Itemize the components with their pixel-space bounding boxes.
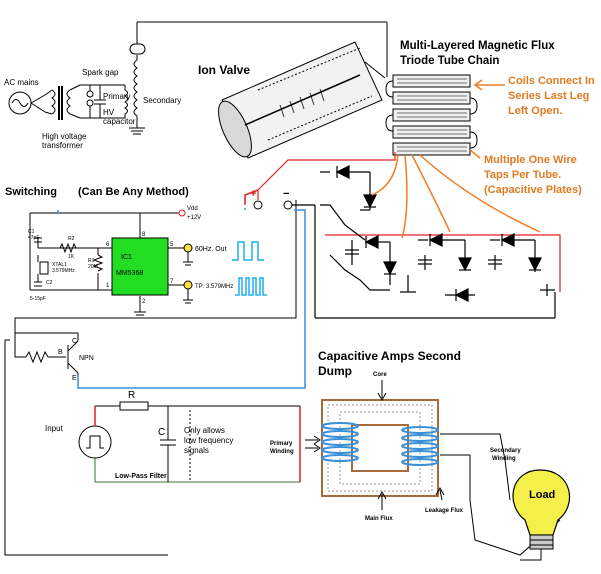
hv-transformer-label-2: transformer xyxy=(42,141,83,150)
load-label: Load xyxy=(529,489,555,501)
hv-section xyxy=(8,21,388,135)
npn-label: NPN xyxy=(79,355,94,362)
filter-output-red xyxy=(94,406,301,482)
secondary-winding-line2: Winding xyxy=(492,456,516,462)
taps-note-line1: Multiple One Wire xyxy=(484,154,577,166)
orange-tap-wires xyxy=(371,154,541,239)
c1-label: C1 xyxy=(28,229,35,235)
c2-value: 5-15pF xyxy=(30,296,46,302)
vdd-terminal xyxy=(178,209,186,217)
minus-sign: − xyxy=(283,188,289,200)
main-flux-label: Main Flux xyxy=(365,516,393,522)
ic1-chip xyxy=(111,237,169,296)
hv-capacitor-label-2: capacitor xyxy=(103,117,136,126)
primary-label: Primary xyxy=(103,92,131,101)
taps-note-line3: (Capacitive Plates) xyxy=(484,184,582,196)
leakage-flux-label: Leakage Flux xyxy=(425,508,464,514)
switching-circuit xyxy=(29,212,193,316)
output-terminals xyxy=(253,200,293,210)
plus-sign: + xyxy=(250,188,256,200)
switching-method-label: (Can Be Any Method) xyxy=(78,186,189,198)
npn-collector-label: C xyxy=(72,338,77,345)
blue-wires xyxy=(57,208,306,389)
tp-terminal xyxy=(183,280,193,290)
coils-note-line1: Coils Connect In xyxy=(508,75,595,87)
tesla-primary-coil xyxy=(124,85,128,118)
taps-note-line2: Taps Per Tube. xyxy=(484,169,561,181)
r2-value: 1K xyxy=(68,254,75,260)
pin-5: 5 xyxy=(170,242,174,248)
toroid-terminal xyxy=(129,43,146,55)
hv-transformer-label-1: High voltage xyxy=(42,132,87,141)
pin-2: 2 xyxy=(142,299,146,305)
hv-transformer-primary xyxy=(51,89,56,115)
pin-7: 7 xyxy=(170,279,174,285)
cap-amps-title-line1: Capacitive Amps Second xyxy=(318,349,461,363)
filter-r-label: R xyxy=(128,390,135,401)
pin-8: 8 xyxy=(142,232,146,238)
only-allows-line3: signals xyxy=(184,446,209,455)
spark-gap-symbol xyxy=(86,90,94,98)
r1-label: R1 xyxy=(88,258,95,264)
spark-gap-label: Spark gap xyxy=(82,68,119,77)
minus-terminal[interactable] xyxy=(283,200,293,210)
primary-winding-line2: Winding xyxy=(270,449,294,455)
out-60hz-terminal xyxy=(183,243,193,253)
vdd-value-label: +12V xyxy=(187,215,201,221)
ac-mains-label: AC mains xyxy=(4,78,39,87)
ic1-part-label: MM5368 xyxy=(116,270,143,277)
r1-value: 20M xyxy=(88,264,98,270)
filter-c-label: C xyxy=(158,427,165,438)
flux-title-line1: Multi-Layered Magnetic Flux xyxy=(400,40,555,52)
low-pass-label: Low-Pass Filter xyxy=(115,473,167,480)
input-label: Input xyxy=(45,424,64,433)
transformer xyxy=(305,380,561,556)
ion-valve-tube xyxy=(218,41,386,159)
red-wires xyxy=(244,189,259,205)
out-60hz-label: 60Hz. Out xyxy=(195,246,227,253)
only-allows-line2: low frequency xyxy=(184,436,233,445)
triode-tube-chain xyxy=(385,74,478,156)
ion-valve-label: Ion Valve xyxy=(198,63,250,77)
pin-1: 1 xyxy=(106,283,110,289)
plus-terminal[interactable] xyxy=(253,200,263,210)
core-label: Core xyxy=(373,372,387,378)
filter-resistor xyxy=(119,401,149,411)
tp-label: TP: 3.579MHz xyxy=(195,284,233,290)
pin-6: 6 xyxy=(106,242,110,248)
r2-label: R2 xyxy=(68,236,75,242)
xtal-value: 3.579MHz xyxy=(52,268,75,274)
vdd-label: Vdd xyxy=(187,206,198,212)
hv-capacitor-label-1: HV xyxy=(103,108,115,117)
orange-callouts xyxy=(469,79,505,159)
npn-emitter-label: E xyxy=(72,375,77,382)
tesla-secondary-coil xyxy=(133,59,138,117)
ic1-label: IC1 xyxy=(121,254,132,261)
npn-base-label: B xyxy=(58,349,63,356)
secondary-label: Secondary xyxy=(143,96,181,105)
xtal-label: XTAL1 xyxy=(52,262,67,268)
c1-value: 47pF xyxy=(28,235,39,241)
pulse-waveforms xyxy=(232,241,267,296)
only-allows-line1: Only allows xyxy=(184,426,225,435)
secondary-winding-line1: Secondary xyxy=(490,448,521,454)
primary-winding-line1: Primary xyxy=(270,441,293,447)
flux-title-line2: Triode Tube Chain xyxy=(400,55,499,67)
cap-amps-title-line2: Dump xyxy=(318,364,352,378)
hv-transformer-secondary xyxy=(66,89,71,115)
voltage-multiplier xyxy=(257,152,561,319)
coils-note-line2: Series Last Leg xyxy=(508,90,589,102)
coils-note-line3: Left Open. xyxy=(508,105,562,117)
switching-label: Switching xyxy=(5,186,57,198)
c2-label: C2 xyxy=(46,280,53,286)
input-source xyxy=(78,425,112,459)
load-bulb xyxy=(512,469,571,561)
